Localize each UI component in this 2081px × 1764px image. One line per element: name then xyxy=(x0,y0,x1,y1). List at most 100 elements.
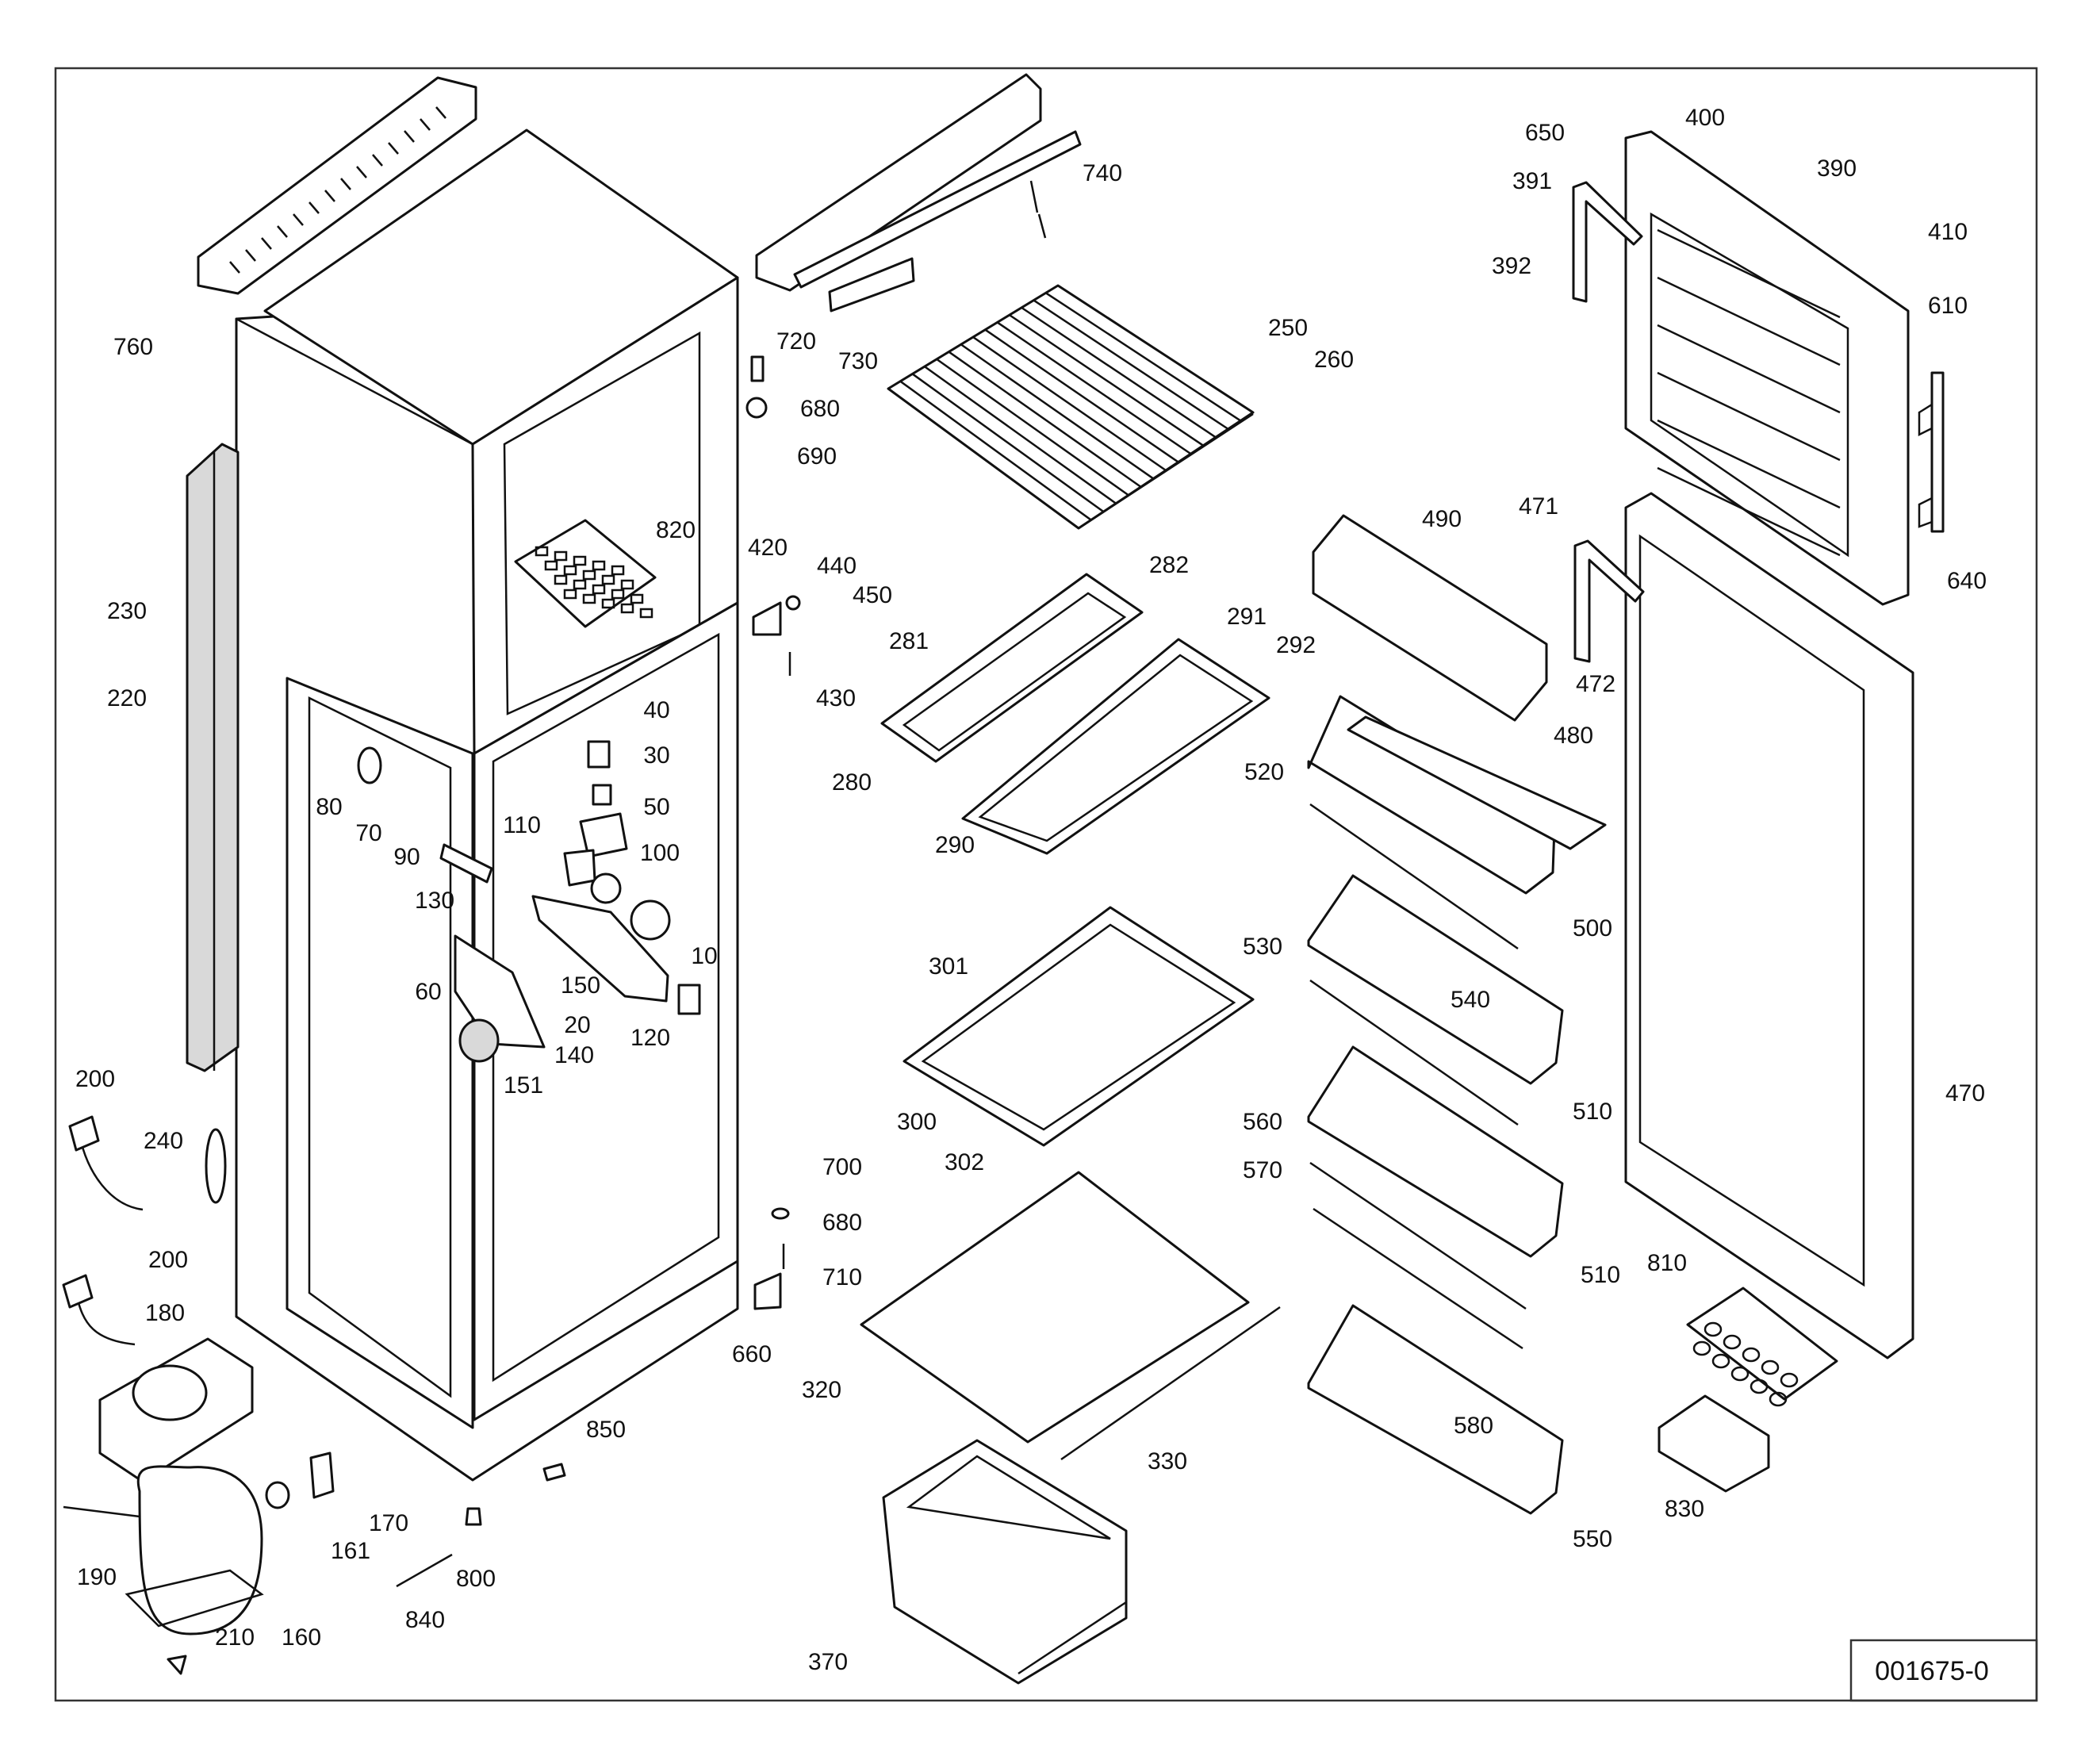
callout-760: 760 xyxy=(113,334,153,360)
callout-800: 800 xyxy=(456,1566,496,1592)
hinge-bottom-660 xyxy=(753,1207,790,1310)
callout-320: 320 xyxy=(802,1377,841,1403)
ice-tray-820 xyxy=(514,519,657,628)
callout-70: 70 xyxy=(355,820,381,846)
callout-410: 410 xyxy=(1928,219,1968,245)
callout-30: 30 xyxy=(643,742,669,769)
frozen-shelves-280-290 xyxy=(880,573,1270,855)
callout-260: 260 xyxy=(1314,347,1354,373)
callout-640: 640 xyxy=(1947,568,1987,594)
callout-470: 470 xyxy=(1945,1080,1985,1106)
callout-810: 810 xyxy=(1647,1250,1687,1276)
callout-291: 291 xyxy=(1227,604,1267,630)
callout-830: 830 xyxy=(1665,1496,1704,1522)
callout-80: 80 xyxy=(316,794,342,820)
handle-391 xyxy=(1572,181,1643,303)
callout-700: 700 xyxy=(822,1154,862,1180)
callout-50: 50 xyxy=(643,794,669,820)
callout-100: 100 xyxy=(640,840,680,866)
callout-161: 161 xyxy=(331,1538,370,1564)
drawing-frame xyxy=(54,67,2038,1702)
callout-520: 520 xyxy=(1244,759,1284,785)
control-panel-720 xyxy=(755,73,1082,313)
callout-200: 200 xyxy=(148,1247,188,1273)
callout-280: 280 xyxy=(832,769,872,796)
handle-471 xyxy=(1573,539,1645,663)
callout-40: 40 xyxy=(643,697,669,723)
callout-540: 540 xyxy=(1451,987,1490,1013)
callout-170: 170 xyxy=(369,1510,408,1536)
compressor-group xyxy=(62,1115,566,1675)
callout-230: 230 xyxy=(107,598,147,624)
callout-90: 90 xyxy=(393,844,420,870)
callout-180: 180 xyxy=(145,1300,185,1326)
crisper-drawer-370 xyxy=(882,1439,1128,1685)
callout-680: 680 xyxy=(822,1210,862,1236)
callout-391: 391 xyxy=(1512,168,1552,194)
callout-850: 850 xyxy=(586,1417,626,1443)
callout-200: 200 xyxy=(75,1066,115,1092)
callout-680: 680 xyxy=(800,396,840,422)
callout-60: 60 xyxy=(415,979,441,1005)
callout-710: 710 xyxy=(822,1264,862,1290)
callout-840: 840 xyxy=(405,1607,445,1633)
callout-730: 730 xyxy=(838,348,878,374)
callout-160: 160 xyxy=(282,1624,321,1651)
callout-302: 302 xyxy=(945,1149,984,1175)
callout-560: 560 xyxy=(1243,1109,1282,1135)
callout-530: 530 xyxy=(1243,934,1282,960)
fridge-door-470 xyxy=(1624,492,1914,1359)
callout-430: 430 xyxy=(816,685,856,711)
door-shelves xyxy=(1307,695,1607,1515)
callout-820: 820 xyxy=(656,517,696,543)
callout-450: 450 xyxy=(853,582,892,608)
callout-250: 250 xyxy=(1268,315,1308,341)
wire-shelf-250 xyxy=(887,284,1255,530)
drawing-reference-box: 001675-0 xyxy=(1849,1639,2038,1702)
callout-210: 210 xyxy=(215,1624,255,1651)
egg-tray-810 xyxy=(1686,1287,1838,1407)
glass-shelf-300 xyxy=(903,906,1255,1147)
drawing-reference: 001675-0 xyxy=(1875,1656,1989,1686)
hinge-top-680 xyxy=(745,355,768,419)
callout-220: 220 xyxy=(107,685,147,711)
callout-110: 110 xyxy=(503,812,541,838)
callout-190: 190 xyxy=(77,1564,117,1590)
callout-330: 330 xyxy=(1148,1448,1187,1474)
control-assembly xyxy=(357,740,701,1063)
callout-10: 10 xyxy=(691,943,717,969)
callout-550: 550 xyxy=(1573,1526,1612,1552)
freezer-flap-490 xyxy=(1312,514,1548,722)
hinge-610 xyxy=(1918,371,1945,533)
callout-500: 500 xyxy=(1573,915,1612,941)
callout-480: 480 xyxy=(1554,723,1593,749)
callout-720: 720 xyxy=(776,328,816,355)
callout-151: 151 xyxy=(504,1072,543,1099)
callout-740: 740 xyxy=(1083,160,1122,186)
callout-610: 610 xyxy=(1928,293,1968,319)
crisper-cover-320 xyxy=(860,1171,1281,1461)
callout-281: 281 xyxy=(889,628,929,654)
callout-282: 282 xyxy=(1149,552,1189,578)
callout-301: 301 xyxy=(929,953,968,980)
callout-510: 510 xyxy=(1573,1099,1612,1125)
callout-690: 690 xyxy=(797,443,837,470)
callout-390: 390 xyxy=(1817,155,1857,182)
callout-400: 400 xyxy=(1685,105,1725,131)
callout-150: 150 xyxy=(561,972,600,999)
callout-570: 570 xyxy=(1243,1157,1282,1183)
callout-580: 580 xyxy=(1454,1413,1493,1439)
callout-650: 650 xyxy=(1525,120,1565,146)
callout-471: 471 xyxy=(1519,493,1558,520)
freezer-door-390 xyxy=(1624,130,1910,606)
callout-130: 130 xyxy=(415,888,454,914)
callout-392: 392 xyxy=(1492,253,1531,279)
callout-370: 370 xyxy=(808,1649,848,1675)
hinge-mid-420 xyxy=(752,595,801,676)
callout-120: 120 xyxy=(630,1025,670,1051)
callout-440: 440 xyxy=(817,553,857,579)
callout-240: 240 xyxy=(144,1128,183,1154)
top-grille-760 xyxy=(197,76,477,295)
